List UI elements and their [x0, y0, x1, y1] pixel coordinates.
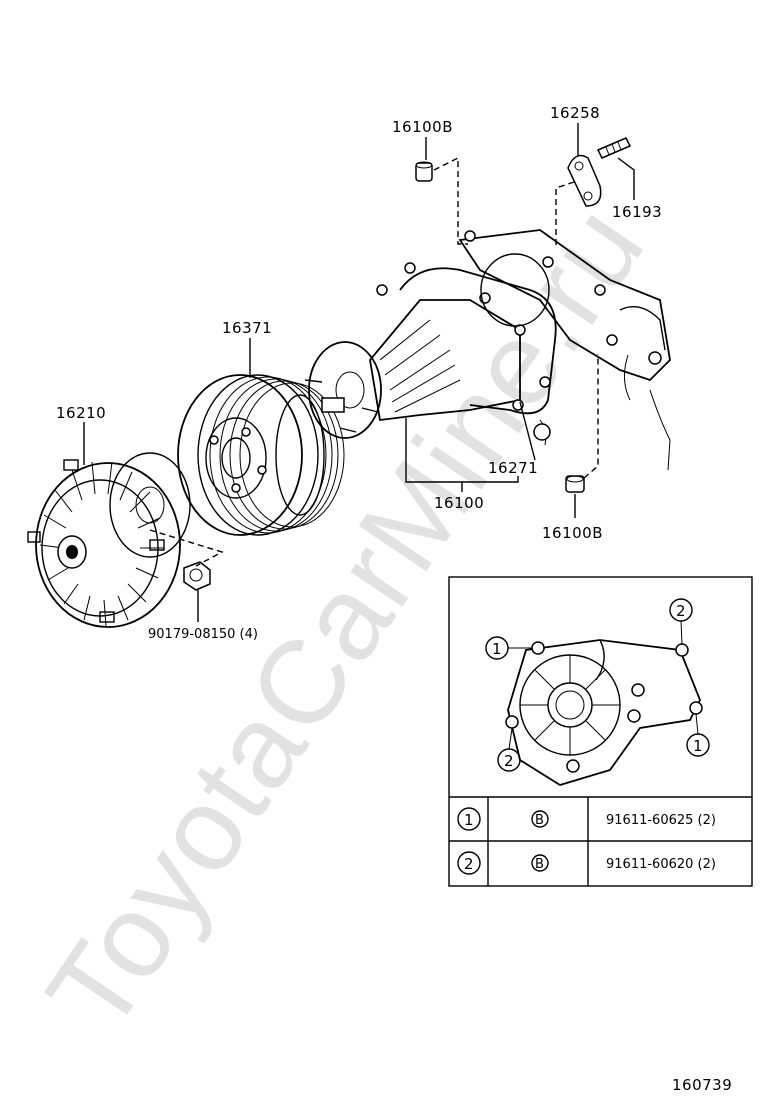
fan-clutch-16210[interactable]	[27, 452, 191, 628]
label-16371: 16371	[222, 319, 272, 337]
table-part-1: 91611-60625 (2)	[606, 813, 716, 828]
label-16258: 16258	[550, 104, 600, 122]
nut-90179[interactable]	[183, 561, 211, 591]
table-symbol-2: B	[535, 857, 544, 872]
label-16210: 16210	[56, 404, 106, 422]
marker-2-bottom-left: 2	[504, 752, 514, 770]
label-16271: 16271	[488, 459, 538, 477]
marker-1-bottom-right: 1	[693, 737, 703, 755]
table-marker-2: 2	[464, 855, 474, 873]
table-symbol-1: B	[535, 813, 544, 828]
dowel-16100b-top[interactable]	[415, 161, 433, 182]
table-marker-1: 1	[464, 811, 474, 829]
dowel-16100b-bottom[interactable]	[565, 475, 585, 493]
label-16193: 16193	[612, 203, 662, 221]
table-part-2: 91611-60620 (2)	[606, 857, 716, 872]
marker-1-top-left: 1	[492, 640, 502, 658]
pulley-16371[interactable]	[177, 374, 345, 536]
label-16100: 16100	[434, 494, 484, 512]
bolt-inset: 1 2 2 1 1 B 91611-60625 (2) 2 B 91611-60…	[448, 576, 753, 887]
marker-2-top-right: 2	[676, 602, 686, 620]
water-pump-16100[interactable]	[304, 262, 557, 439]
label-16100b-top: 16100B	[392, 118, 453, 136]
label-16100b-bottom: 16100B	[542, 524, 603, 542]
label-90179: 90179-08150 (4)	[148, 627, 258, 642]
diagram-id: 160739	[672, 1076, 732, 1094]
gasket-16258[interactable]	[567, 154, 602, 207]
gasket-16271[interactable]	[458, 229, 671, 471]
watermark: ToyotaCarMine.ru	[22, 182, 670, 1054]
stud-16193[interactable]	[596, 137, 632, 159]
